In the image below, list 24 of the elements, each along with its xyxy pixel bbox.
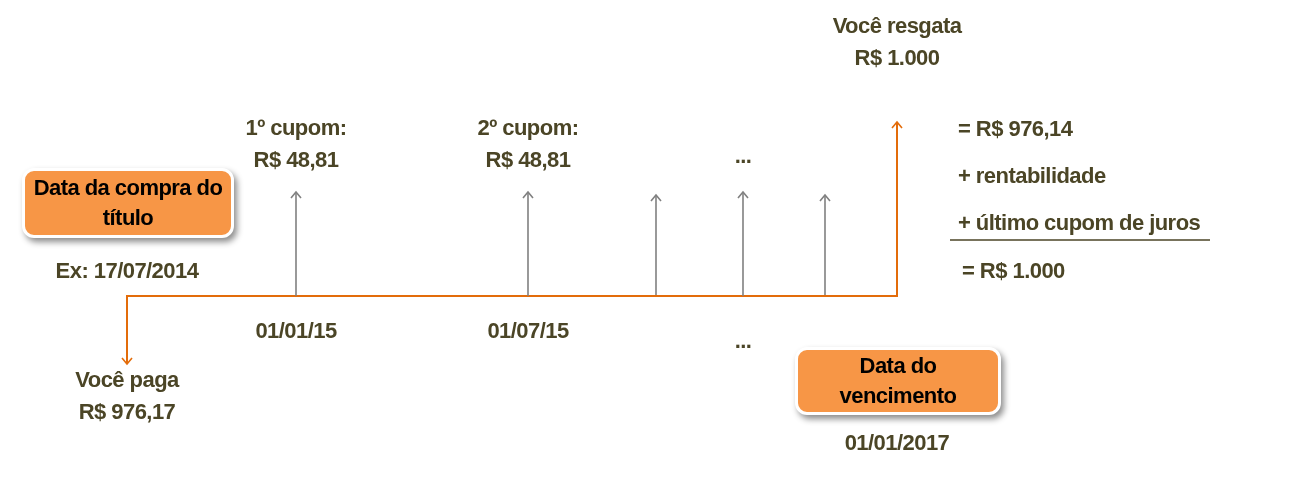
node-label: ...	[734, 142, 752, 170]
value-label: ...	[734, 327, 752, 355]
value-label: + rentabilidade	[958, 162, 1106, 190]
value-label: + último cupom de juros	[958, 209, 1201, 237]
value-label: 01/07/15	[487, 317, 569, 345]
arrow	[121, 121, 903, 365]
date-label: 01/01/2017	[844, 429, 950, 457]
node-label: R$ 48,81	[253, 146, 339, 174]
node-label: Você paga	[75, 366, 179, 394]
node-label: 1º cupom:	[245, 114, 347, 142]
value-label: = R$ 1.000	[962, 257, 1065, 285]
value-label: 01/01/15	[255, 317, 337, 345]
arrow	[522, 191, 534, 297]
node-label: R$ 976,17	[78, 398, 176, 426]
value-label: = R$ 976,14	[958, 115, 1073, 143]
arrow	[290, 191, 302, 297]
date-box: Data do vencimento	[795, 347, 1001, 415]
date-label: Ex: 17/07/2014	[55, 257, 199, 285]
node-label: R$ 48,81	[485, 146, 571, 174]
node-label: 2º cupom:	[477, 114, 579, 142]
node-label: R$ 1.000	[854, 44, 940, 72]
date-box: Data da compra do título	[22, 168, 234, 238]
arrow	[737, 191, 749, 297]
node-label: Você resgata	[832, 12, 962, 40]
